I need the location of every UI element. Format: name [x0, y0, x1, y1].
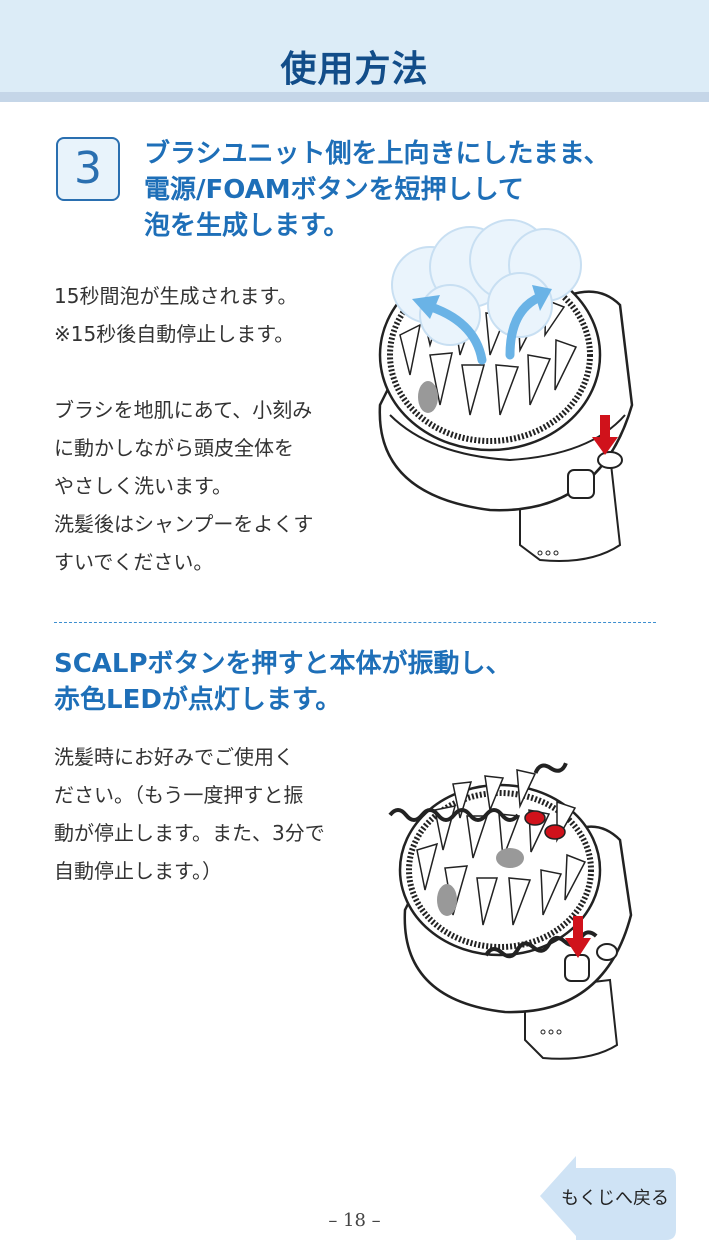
step-heading-line: 電源/FOAMボタンを短押しして	[144, 175, 524, 205]
body-line: に動かしながら頭皮全体を	[54, 436, 294, 460]
washing-instructions-text: ブラシを地肌にあて、小刻み に動かしながら頭皮全体を やさしく洗います。 洗髪後…	[54, 391, 313, 581]
body-line: 洗髪時にお好みでご使用く	[54, 745, 294, 769]
back-to-contents-button[interactable]: もくじへ戻る	[540, 1150, 678, 1242]
body-line: ※15秒後自動停止します。	[54, 322, 295, 346]
back-to-contents-label: もくじへ戻る	[561, 1188, 669, 1209]
body-line: ださい。（もう一度押すと振	[54, 783, 304, 807]
step-number-badge: 3	[56, 137, 120, 201]
step-heading-line: ブラシユニット側を上向きにしたまま、	[144, 139, 610, 169]
back-arrow-shape	[540, 1156, 676, 1240]
scalp-heading: SCALPボタンを押すと本体が振動し、 赤色LEDが点灯します。	[54, 646, 654, 718]
scalp-heading-line: SCALPボタンを押すと本体が振動し、	[54, 649, 512, 679]
step-heading-line: 泡を生成します。	[144, 211, 350, 241]
body-line: 動が停止します。また、3分で	[54, 821, 325, 845]
body-line: すいでください。	[54, 550, 214, 574]
body-line: 自動停止します。）	[54, 859, 222, 883]
section-divider	[54, 622, 656, 623]
body-line: やさしく洗います。	[54, 474, 232, 498]
scalp-instructions-text: 洗髪時にお好みでご使用く ださい。（もう一度押すと振 動が停止します。また、3分…	[54, 738, 325, 890]
page-title: 使用方法	[280, 49, 429, 90]
header-rule	[0, 92, 709, 102]
page-header	[0, 0, 709, 100]
body-line: 15秒間泡が生成されます。	[54, 284, 298, 308]
body-line: 洗髪後はシャンプーをよくす	[54, 512, 314, 536]
body-line: ブラシを地肌にあて、小刻み	[54, 398, 313, 422]
vibration-device-illustration	[388, 762, 633, 1060]
page-number: – 18 –	[328, 1210, 381, 1231]
scalp-heading-line: 赤色LEDが点灯します。	[54, 685, 342, 715]
foam-device-illustration	[378, 219, 634, 562]
foam-duration-text: 15秒間泡が生成されます。 ※15秒後自動停止します。	[54, 277, 297, 353]
step-heading: ブラシユニット側を上向きにしたまま、 電源/FOAMボタンを短押しして 泡を生成…	[144, 136, 664, 244]
